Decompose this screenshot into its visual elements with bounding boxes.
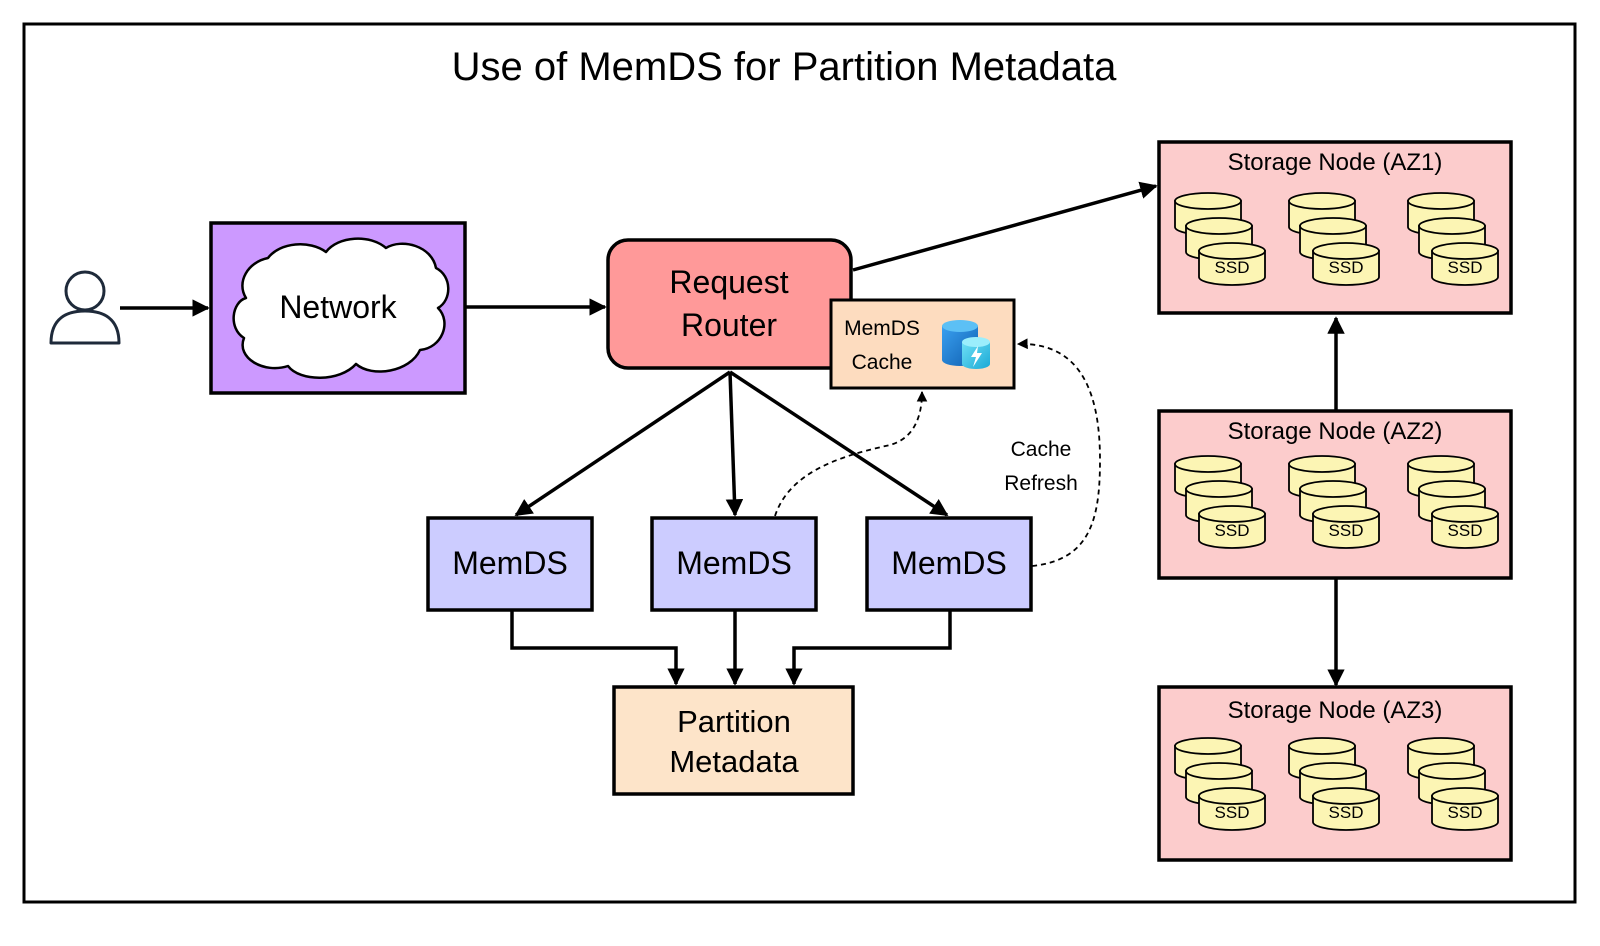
storage-node-az3: Storage Node (AZ3) SSD SSD SSD (1157, 685, 1513, 862)
edge-memds-1-partition (510, 610, 685, 686)
storage-label-az1: Storage Node (AZ1) (1228, 149, 1443, 176)
disk-stack-icon: SSD (1407, 737, 1499, 831)
diagram-title: Use of MemDS for Partition Metadata (452, 45, 1117, 89)
user-outline-icon (49, 270, 121, 345)
disk-stack-icon: SSD (1288, 737, 1380, 831)
edge-router-storage-az1 (852, 181, 1158, 272)
disk-group-az2: SSD SSD SSD (1174, 455, 1499, 549)
memds-node-3: MemDS (865, 516, 1033, 612)
network-label: Network (279, 289, 397, 325)
ssd-label: SSD (1329, 521, 1364, 540)
partition-metadata-node: Partition Metadata (612, 685, 855, 796)
partition-metadata-box (612, 685, 855, 796)
memds-label-1: MemDS (452, 545, 568, 581)
disk-stack-icon: SSD (1407, 455, 1499, 549)
request-router-node: Request Router (606, 238, 853, 370)
request-router-label-line1: Request (669, 264, 788, 300)
memds-node-1: MemDS (426, 516, 594, 612)
disk-group-az1: SSD SSD SSD (1174, 192, 1499, 286)
edge-router-memds-3 (729, 370, 949, 517)
memds-cache-label-line2: Cache (852, 351, 913, 374)
partition-metadata-label-line1: Partition (677, 704, 791, 739)
ssd-label: SSD (1329, 258, 1364, 277)
disk-stack-icon: SSD (1288, 192, 1380, 286)
ssd-label: SSD (1215, 521, 1250, 540)
disk-front-ssd: SSD (1312, 242, 1380, 286)
memds-box-1 (426, 516, 594, 612)
ssd-label: SSD (1448, 258, 1483, 277)
edge-memds-3-cache-refresh (1016, 338, 1101, 567)
memds-cache-label-line1: MemDS (844, 317, 920, 340)
disk-front-ssd: SSD (1431, 505, 1499, 549)
cache-refresh-label-line1: Cache (1011, 438, 1072, 461)
partition-metadata-label-line2: Metadata (669, 744, 799, 779)
disk-stack-icon: SSD (1288, 455, 1380, 549)
disk-stack-icon: SSD (1174, 455, 1266, 549)
ssd-label: SSD (1448, 803, 1483, 822)
memds-label-3: MemDS (891, 545, 1007, 581)
cloud-icon (232, 237, 450, 379)
edge-memds-3-partition (785, 610, 952, 686)
memds-cache-node: MemDS Cache (829, 298, 1016, 390)
disk-front-ssd: SSD (1431, 787, 1499, 831)
disk-front-ssd: SSD (1312, 787, 1380, 831)
disk-front-ssd: SSD (1198, 242, 1266, 286)
request-router-box (606, 238, 853, 370)
memds-node-2: MemDS (650, 516, 818, 612)
disk-front-ssd: SSD (1312, 505, 1380, 549)
edge-memds-2-cache-refresh (774, 390, 928, 517)
disk-front-ssd: SSD (1198, 787, 1266, 831)
ssd-label: SSD (1215, 258, 1250, 277)
edges (120, 181, 1345, 687)
disk-front-ssd: SSD (1431, 242, 1499, 286)
cache-refresh-label-line2: Refresh (1004, 472, 1078, 495)
storage-node-az2: Storage Node (AZ2) SSD SSD SSD (1157, 409, 1513, 580)
database-cache-icon (942, 320, 990, 369)
disk-stack-icon: SSD (1407, 192, 1499, 286)
ssd-label: SSD (1329, 803, 1364, 822)
disk-group-az3: SSD SSD SSD (1174, 737, 1499, 831)
memds-label-2: MemDS (676, 545, 792, 581)
ssd-label: SSD (1448, 521, 1483, 540)
storage-label-az3: Storage Node (AZ3) (1228, 697, 1443, 724)
ssd-label: SSD (1215, 803, 1250, 822)
storage-label-az2: Storage Node (AZ2) (1228, 418, 1443, 445)
request-router-label-line2: Router (681, 307, 777, 343)
network-node: Network (209, 221, 467, 395)
disk-stack-icon: SSD (1174, 192, 1266, 286)
disk-front-ssd: SSD (1198, 505, 1266, 549)
edge-router-memds-1 (514, 370, 731, 517)
memds-box-3 (865, 516, 1033, 612)
memds-box-2 (650, 516, 818, 612)
disk-stack-icon: SSD (1174, 737, 1266, 831)
edge-router-memds-2 (725, 371, 744, 517)
storage-node-az1: Storage Node (AZ1) SSD SSD SSD (1157, 140, 1513, 315)
